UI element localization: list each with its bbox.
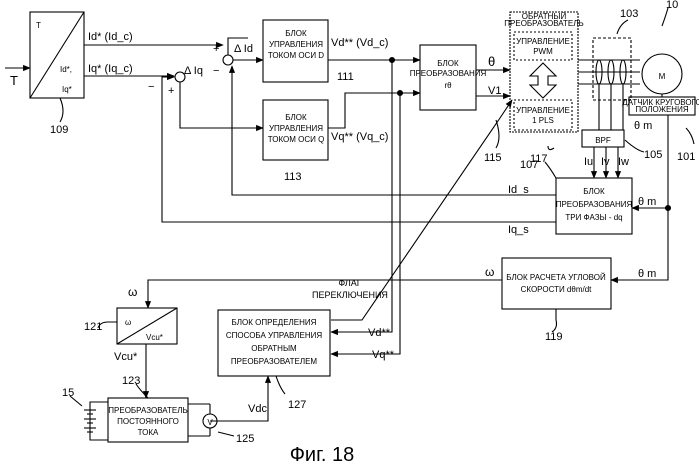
block-111-line-2: УПРАВЛЕНИЯ (269, 40, 323, 49)
block-119-line-1: БЛОК РАСЧЕТА УГЛОВОЙ (506, 273, 606, 282)
map-121-vcu: Vcu* (146, 333, 163, 342)
figure-caption: Фиг. 18 (290, 444, 355, 466)
block-113-line-1: БЛОК (285, 113, 307, 122)
sum-d-plus: + (213, 43, 219, 55)
switch-flag-line-2: ПЕРЕКЛЮЧЕНИЯ (312, 290, 388, 300)
theta-m-119-label: θ m (638, 268, 656, 280)
theta-m-sensor-label: θ m (634, 120, 652, 132)
block-107-line-3: ТРИ ФАЗЫ - dq (565, 213, 622, 222)
vd-output-label: Vd** (Vd_c) (331, 37, 388, 49)
block-115-line-1: БЛОК (437, 59, 459, 68)
one-pulse-control-box (514, 100, 572, 130)
sum-q-plus: + (168, 85, 174, 97)
ref-123: 123 (122, 375, 140, 387)
ref-10: 10 (666, 0, 678, 11)
iq-ref-label: Iq* (Iq_c) (88, 63, 133, 75)
theta-label: θ (488, 54, 495, 69)
switch-flag-line-1: ФЛАГ (338, 278, 361, 288)
ref-113: 113 (284, 171, 302, 183)
block-113-line-2: УПРАВЛЕНИЯ (269, 124, 323, 133)
block-115-line-3: rθ (444, 81, 452, 90)
pls-control-line-1: УПРАВЛЕНИЕ (516, 106, 570, 115)
iu-label: Iu (584, 156, 593, 168)
block-113-line-3: ТОКОМ ОСИ Q (268, 135, 325, 144)
block-123-line-3: ТОКА (138, 428, 159, 437)
delta-id-label: Δ Id (234, 43, 253, 55)
motor-label: M (659, 72, 666, 81)
block-123-line-1: ПРЕОБРАЗОВАТЕЛЬ (108, 406, 187, 415)
ref-111: 111 (337, 71, 354, 83)
map-109-id-label: Id*, (60, 65, 72, 74)
block-107-line-1: БЛОК (583, 187, 605, 196)
vq-output-label: Vq** (Vq_c) (331, 131, 388, 143)
block-127-line-2: СПОСОБА УПРАВЛЕНИЯ (226, 331, 323, 340)
omega-119-label: ω (485, 265, 494, 279)
angular-speed-calc-block-119 (502, 258, 611, 309)
ref-121: 121 (84, 321, 102, 333)
ref-107: 107 (520, 159, 538, 171)
iq-s-label: Iq_s (508, 224, 529, 236)
block-107-line-2: ПРЕОБРАЗОВАНИЯ (556, 200, 633, 209)
id-s-label: Id_s (508, 184, 529, 196)
summing-junction-d (223, 55, 233, 65)
torque-input-label: T (10, 73, 18, 88)
ref-109: 109 (50, 124, 68, 136)
vdc-label: Vdc (248, 403, 267, 415)
map-109-torque-label: T (36, 21, 41, 30)
ref-127: 127 (288, 399, 306, 411)
block-123-line-2: ПОСТОЯННОГО (117, 417, 179, 426)
pls-control-line-2: 1 PLS (532, 116, 554, 125)
block-111-line-3: ТОКОМ ОСИ D (268, 51, 324, 60)
ref-15: 15 (62, 387, 74, 399)
battery-15 (84, 408, 96, 432)
vq-127-label: Vq** (372, 349, 395, 361)
bpf-label: BPF (595, 136, 611, 145)
block-127-line-1: БЛОК ОПРЕДЕЛЕНИЯ (232, 318, 317, 327)
inverter-title-2: ПРЕОБРАЗОВАТЕЛЬ (504, 19, 583, 28)
pwm-control-line-2: PWM (533, 47, 553, 56)
sum-d-minus: − (213, 65, 219, 77)
iv-label: Iv (601, 156, 610, 168)
sensor-101-line-2: ПОЛОЖЕНИЯ (635, 105, 688, 114)
sum-q-minus: − (148, 81, 154, 93)
v1-label: V1 (488, 85, 501, 97)
ref-103: 103 (620, 8, 638, 20)
omega-121-label: ω (128, 285, 137, 299)
ref-119: 119 (545, 331, 563, 343)
ref-115: 115 (484, 152, 502, 164)
block-127-line-4: ПРЕОБРАЗОВАТЕЛЕМ (231, 357, 317, 366)
block-127-line-3: ОБРАТНЫМ (251, 344, 297, 353)
pwm-control-line-1: УПРАВЛЕНИЕ (516, 37, 570, 46)
ref-101: 101 (677, 151, 695, 163)
mode-switch-arrow (530, 63, 556, 98)
map-109-iq-label: Iq* (62, 85, 72, 94)
iw-label: Iw (618, 156, 629, 168)
voltmeter-label: V (207, 418, 213, 427)
map-121-omega: ω (125, 318, 131, 327)
vd-127-label: Vd** (368, 327, 391, 339)
ref-125: 125 (236, 433, 254, 445)
block-115-line-2: ПРЕОБРАЗОВАНИЯ (410, 69, 487, 78)
vcu-output-label: Vcu* (114, 351, 138, 363)
block-111-line-1: БЛОК (285, 29, 307, 38)
id-ref-label: Id* (Id_c) (88, 31, 133, 43)
theta-m-107-label: θ m (638, 196, 656, 208)
block-119-line-2: СКОРОСТИ dθm/dt (521, 285, 593, 294)
ref-105: 105 (644, 149, 662, 161)
delta-iq-label: Δ Iq (184, 65, 203, 77)
